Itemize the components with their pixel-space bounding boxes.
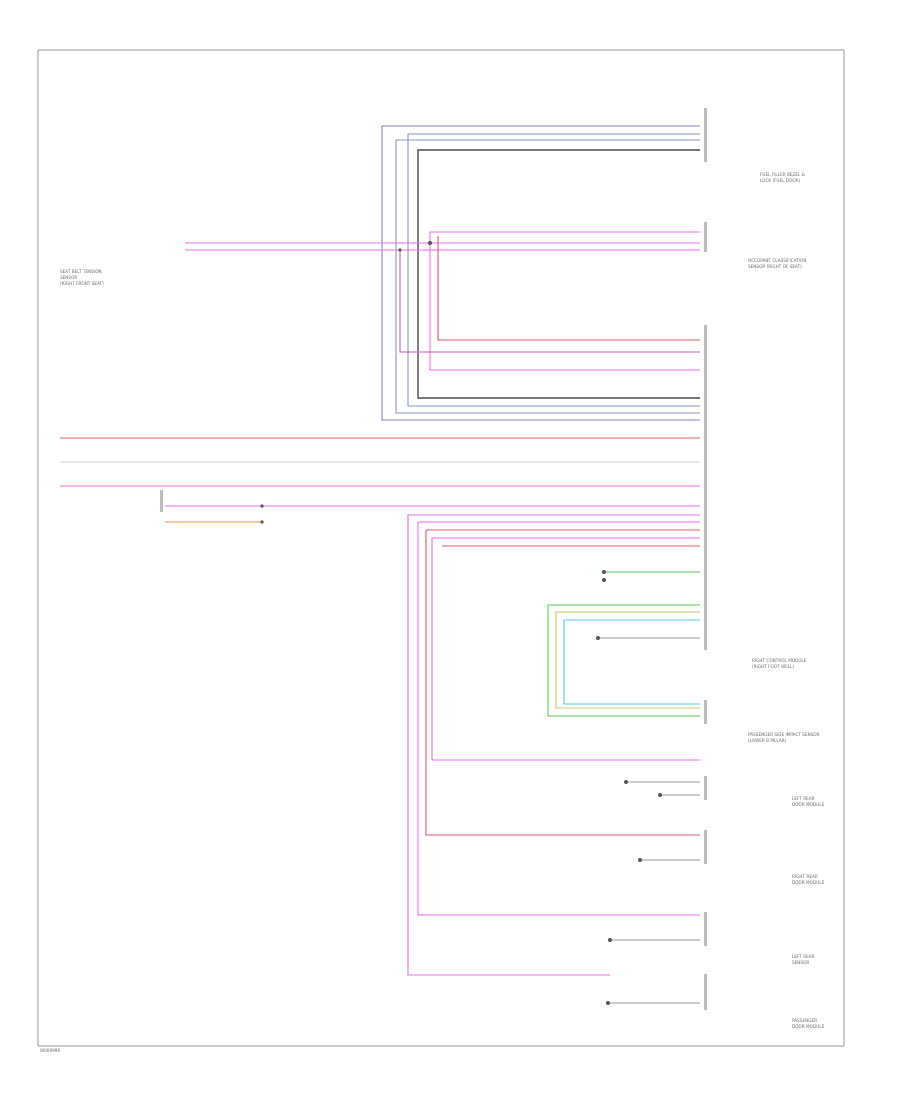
connector-sensor [704,700,707,724]
component-label-pre-sensor: PASSENGER SIDE IMPACT SENSOR [748,732,820,737]
wire-yellow [555,611,700,709]
wire-blue-1 [381,125,700,421]
connector-pas [704,974,707,1010]
wire-blue-3 [407,133,700,407]
wire-cyan [563,619,700,705]
component-label-rcm: RIGHT CONTROL MODULE [752,658,807,663]
component-label-left-sensor: SENSOR [792,960,809,965]
connector-fuel [704,108,707,162]
junctions [260,241,662,1005]
wires [60,125,700,1004]
connector-left [160,490,163,512]
component-label-fuel-cap: FUEL FILLER BEZEL & [760,172,806,177]
connector-ls [704,912,707,946]
connector-oc [704,222,707,252]
component-label-seat-belt: SENSOR [60,275,77,280]
wire-blue-2 [395,139,700,414]
component-label-left-sensor: LEFT REAR [792,954,815,959]
wire-oc-3 [429,231,700,371]
wire-red-down [425,529,700,836]
component-label-oc-sensor: SENSOR (RIGHT OF SEAT) [748,264,802,269]
component-label-passenger: PASSENGER [792,1018,817,1023]
component-label-left-rear: LEFT REAR [792,796,815,801]
component-label-right-rear: RIGHT REAR [792,874,818,879]
wire-pink-down-2 [417,521,700,916]
component-label-seat-belt: SEAT BELT TENSION [60,269,102,274]
connector-lr [704,776,707,800]
wire-pink-down-1 [407,514,700,976]
wire-dark [417,149,700,399]
component-label-fuel-cap: LOCK (FUEL DOOR) [760,178,801,183]
component-label-oc-sensor: OCCUPANT CLASSIFICATION [748,258,806,263]
wire-seat [399,250,700,353]
footer-code: W009996 [40,1048,60,1053]
component-label-right-rear: DOOR MODULE [792,880,825,885]
connector-rr [704,830,707,864]
component-labels: FUEL FILLER BEZEL &LOCK (FUEL DOOR) OCCUP… [60,172,825,1029]
component-label-passenger: DOOR MODULE [792,1024,825,1029]
component-label-seat-belt: (RIGHT FRONT SEAT) [60,281,104,286]
wire-green-2 [547,604,700,717]
component-label-rcm: (RIGHT FOOT WELL) [752,664,794,669]
diagram-border [37,49,845,1047]
wire-oc-red [437,236,700,341]
connector-rcm [704,325,707,650]
component-label-left-rear: DOOR MODULE [792,802,825,807]
wire-pink-down-3 [431,537,700,761]
component-label-pre-sensor: (LOWER B PILLAR) [748,738,787,743]
